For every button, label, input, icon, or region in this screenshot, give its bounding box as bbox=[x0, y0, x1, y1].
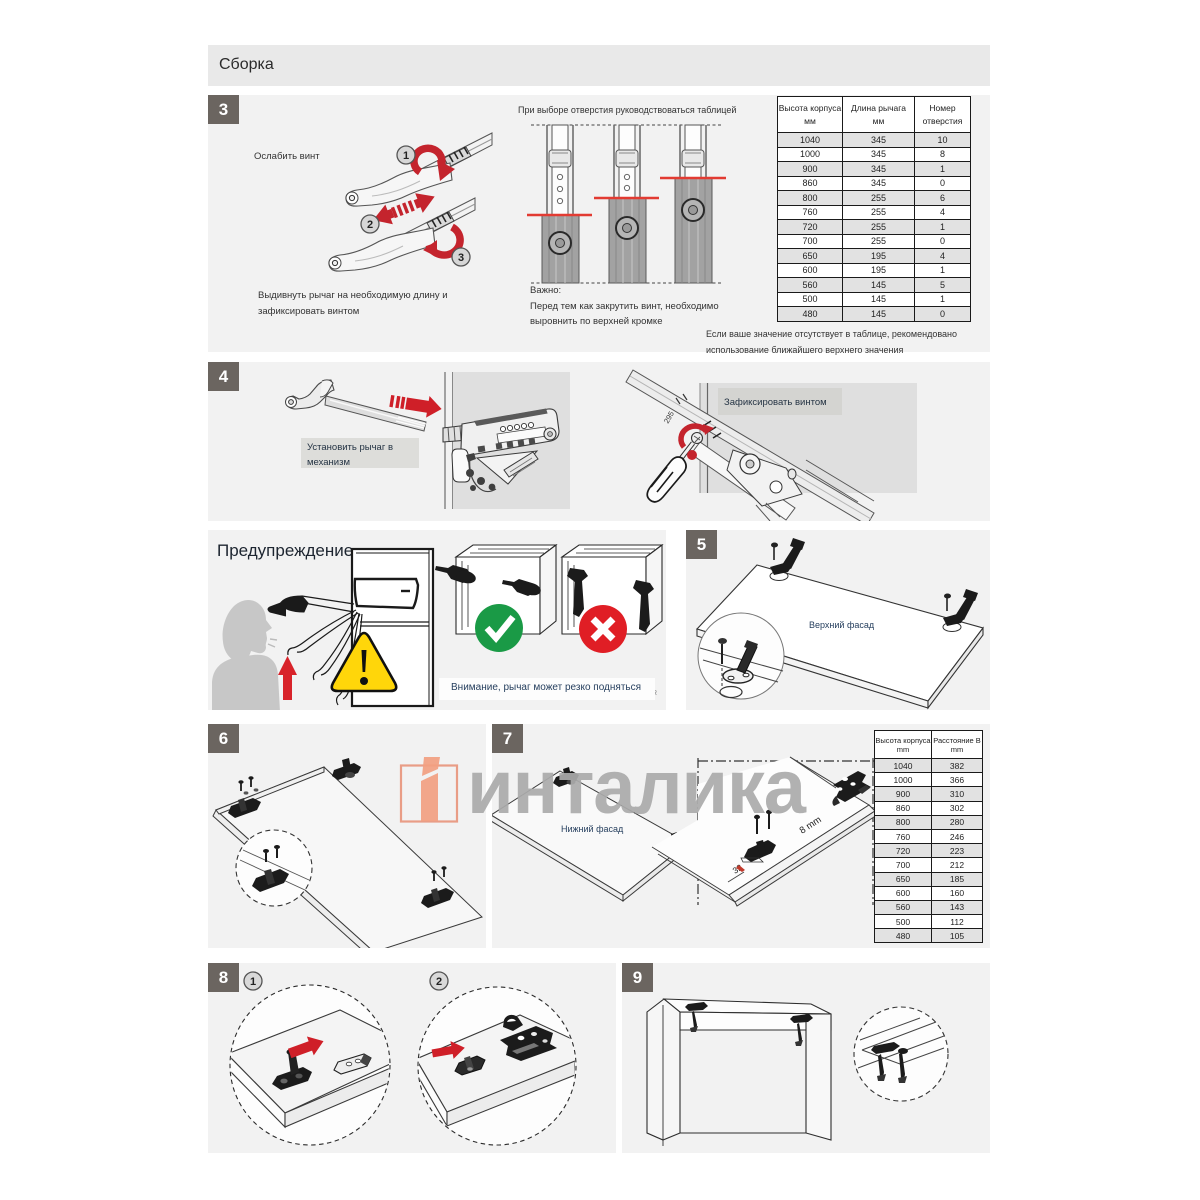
svg-text:2: 2 bbox=[367, 219, 373, 231]
svg-text:295: 295 bbox=[662, 410, 676, 425]
svg-text:1: 1 bbox=[403, 150, 409, 162]
svg-text:2: 2 bbox=[436, 976, 442, 988]
svg-text:1: 1 bbox=[250, 976, 256, 988]
svg-text:3: 3 bbox=[458, 252, 464, 264]
